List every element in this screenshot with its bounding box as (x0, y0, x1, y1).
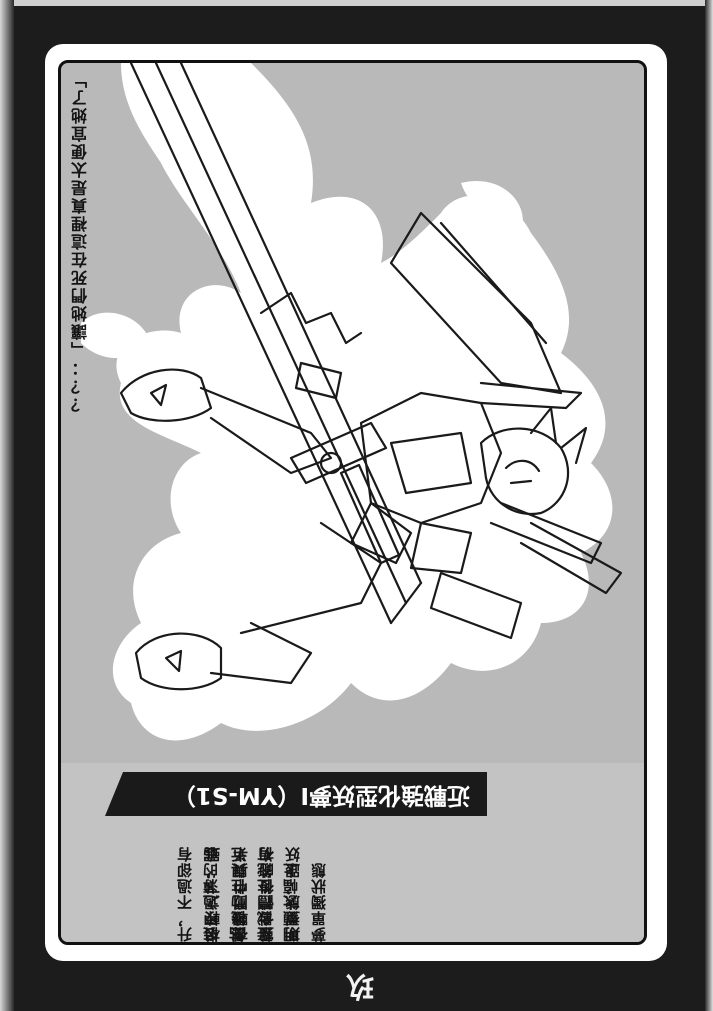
scan-edge-left (0, 0, 14, 1011)
character-quote: ？？：「讓她們死在這裡真是太便宜她了」 (71, 70, 90, 412)
title-banner (105, 772, 487, 816)
mecha-lineart (119, 63, 623, 691)
page-number: 玖 (346, 970, 375, 1003)
mecha-illustration (81, 63, 623, 741)
unit-title: 近戰強化型妖夢Ⅰ（YM-S1） (172, 782, 470, 808)
white-halo (81, 63, 613, 741)
description-line-3: 升，不過卻有裝甲過薄的弱點 (176, 846, 246, 942)
scan-edge-top (0, 0, 713, 6)
illustration-panel (58, 60, 647, 945)
scan-edge-right (705, 0, 713, 1011)
